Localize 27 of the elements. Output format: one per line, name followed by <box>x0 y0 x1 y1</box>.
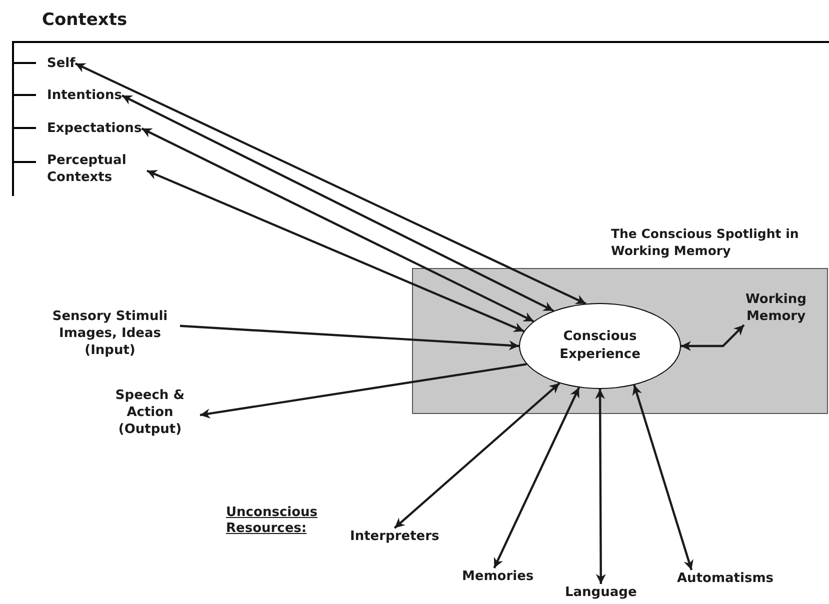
node-label: Language <box>565 584 637 601</box>
node-label: Intentions <box>47 87 122 104</box>
frame-heading: Contexts <box>42 9 128 32</box>
node-label: Interpreters <box>350 528 440 545</box>
arrow <box>200 363 527 418</box>
node-label: Sensory Stimuli Images, Ideas (Input) <box>40 308 180 359</box>
arrow <box>141 128 534 322</box>
arrow <box>180 324 520 350</box>
section-label: Unconscious Resources: <box>226 505 319 537</box>
node-label: Expectations <box>47 120 142 137</box>
arrow <box>122 94 554 312</box>
arrow <box>146 170 524 332</box>
node-label: Speech & Action (Output) <box>100 387 200 438</box>
node-label: Perceptual Contexts <box>47 152 147 186</box>
arrow <box>681 324 745 351</box>
arrow <box>493 387 580 568</box>
arrow <box>394 382 560 529</box>
arrow <box>595 389 606 584</box>
experience-ellipse <box>519 303 681 389</box>
arrow <box>632 384 694 570</box>
panel-heading: The Conscious Spotlight in Working Memory <box>611 225 800 259</box>
node-label: Working Memory <box>736 291 816 325</box>
node-label: Memories <box>462 568 534 585</box>
arrow <box>74 62 586 305</box>
node-label: Automatisms <box>677 570 774 587</box>
ellipse-label: Conscious Experience <box>558 328 642 364</box>
node-label: Self <box>47 55 76 72</box>
